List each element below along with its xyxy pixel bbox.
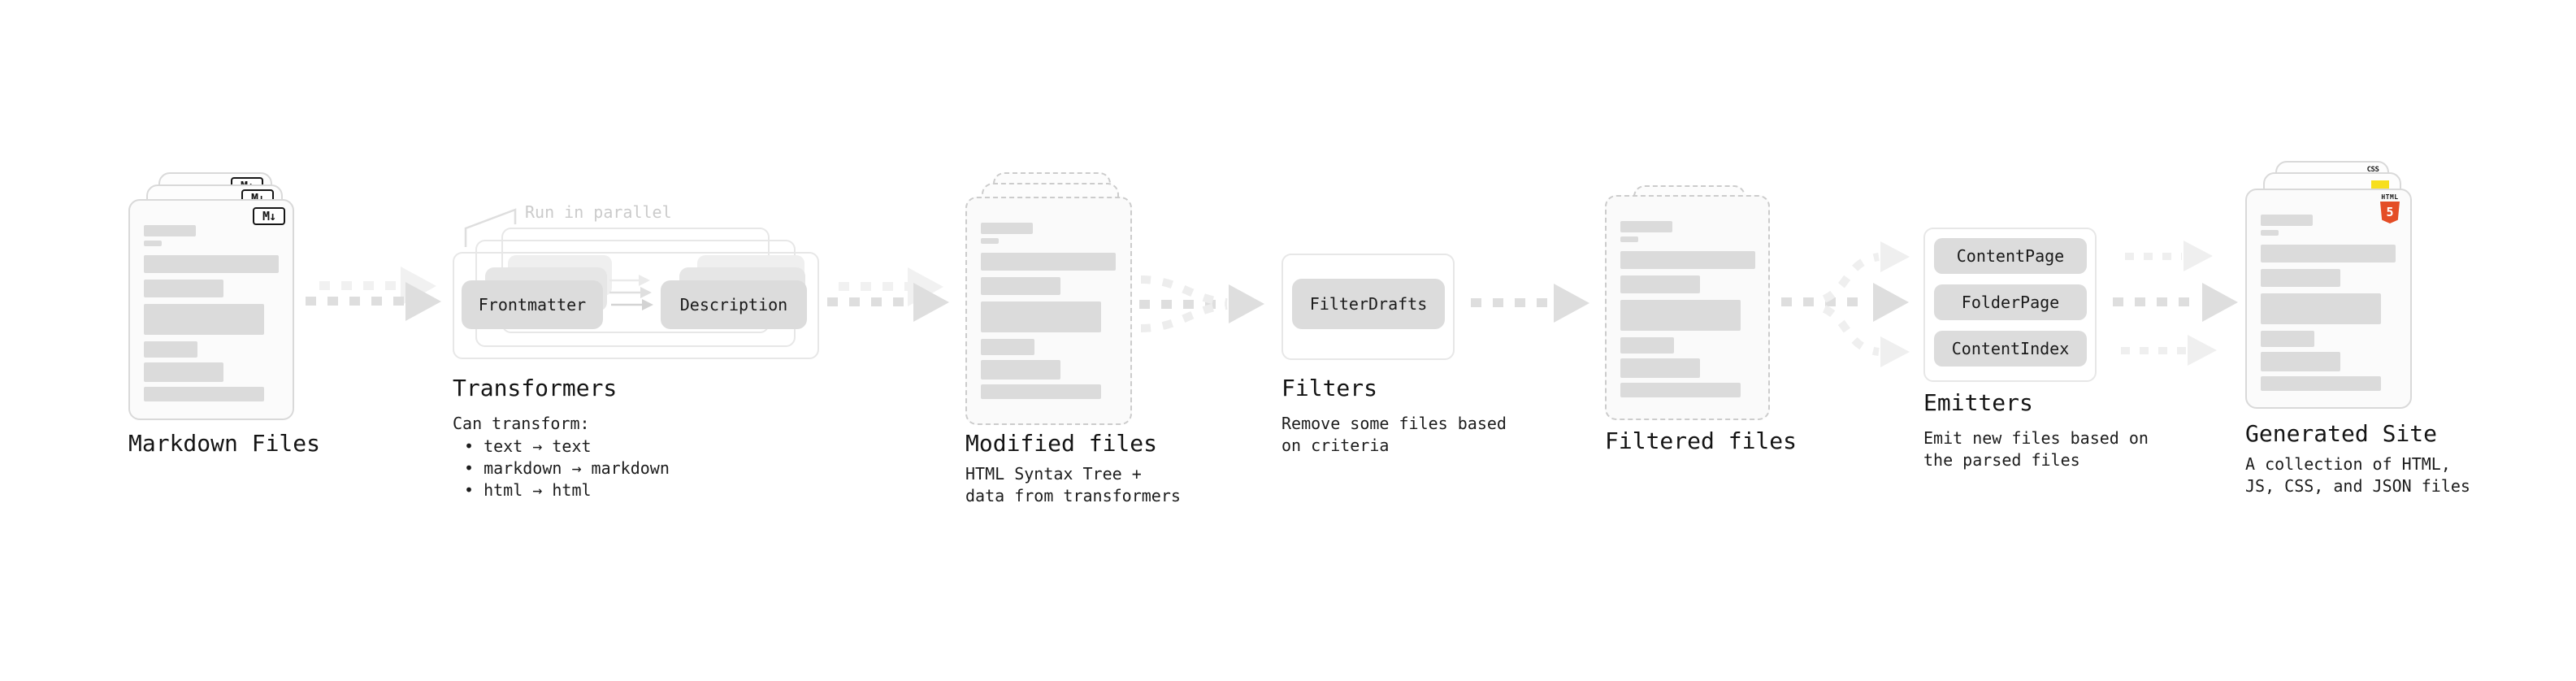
emitter-node-contentpage: ContentPage — [1934, 238, 2087, 274]
flow-arrow-5-head — [1873, 283, 1909, 322]
transformer-frame-front — [453, 252, 819, 359]
emitter-node-contentindex: ContentIndex — [1934, 331, 2087, 367]
flow-arrow-6-top — [2125, 253, 2182, 260]
flow-arrow-1 — [306, 297, 405, 306]
flow-arrow-2-head — [913, 283, 949, 322]
flow-arrow-6-bottom-head — [2188, 335, 2217, 366]
stage-label-transformers: Transformers — [453, 375, 618, 401]
flow-arrow-2-ghost — [839, 282, 908, 291]
run-in-parallel-note: Run in parallel — [525, 202, 672, 222]
stage-label-emitters: Emitters — [1923, 389, 2033, 416]
html5-shield: 5 — [2380, 202, 2400, 223]
bullet-text-to-text: • text → text — [464, 436, 592, 456]
flow-arrow-4-head — [1554, 284, 1589, 323]
filters-subtitle: Remove some files based on criteria — [1281, 414, 1507, 455]
bullet-html-to-html: • html → html — [464, 480, 592, 500]
stage-label-modified-files: Modified files — [965, 430, 1158, 457]
doc-content-placeholder — [1620, 221, 1755, 397]
flow-arrow-6-bottom — [2121, 347, 2186, 354]
flow-arrow-1-ghost — [319, 281, 401, 290]
stage-label-filtered-files: Filtered files — [1605, 427, 1798, 454]
transformers-bullet-list: • text → text • markdown → markdown • ht… — [464, 436, 670, 501]
modified-files-subtitle: HTML Syntax Tree + data from transformer… — [965, 464, 1181, 505]
flow-arrow-2 — [827, 297, 913, 306]
emitter-node-folderpage: FolderPage — [1934, 284, 2087, 320]
html5-icon: HTML 5 — [2379, 193, 2401, 223]
filtered-file-card-front — [1605, 195, 1770, 420]
generated-site-subtitle: A collection of HTML, JS, CSS, and JSON … — [2245, 454, 2470, 496]
stage-label-filters: Filters — [1281, 375, 1378, 401]
emitters-subtitle: Emit new files based on the parsed files — [1923, 428, 2149, 470]
markdown-icon: M↓ — [253, 207, 285, 225]
flow-arrow-1-head — [405, 282, 441, 321]
markdown-file-card-front: M↓ — [128, 199, 294, 420]
flow-arrow-6-middle — [2113, 297, 2201, 306]
flow-arrow-3-head — [1229, 284, 1264, 323]
flow-arrow-6-top-head — [2184, 241, 2213, 271]
stage-label-generated-site: Generated Site — [2245, 420, 2438, 447]
transformer-node-frontmatter: Frontmatter — [462, 280, 603, 329]
flow-arrow-6-middle-head — [2202, 283, 2238, 322]
modified-file-card-front — [965, 197, 1132, 425]
transformers-intro: Can transform: — [453, 414, 590, 433]
flow-arrow-5 — [1781, 297, 1863, 306]
flow-arrow-4 — [1471, 298, 1552, 307]
doc-content-placeholder — [981, 223, 1116, 399]
flow-arrow-3 — [1139, 300, 1216, 309]
doc-content-placeholder — [2261, 215, 2396, 391]
transformer-node-description: Description — [661, 280, 807, 329]
filter-node-filterdrafts: FilterDrafts — [1292, 279, 1445, 329]
generated-file-card-html: HTML 5 — [2245, 189, 2412, 409]
doc-content-placeholder — [144, 225, 279, 401]
bullet-markdown-to-markdown: • markdown → markdown — [464, 458, 670, 478]
stage-label-markdown-files: Markdown Files — [128, 430, 321, 457]
